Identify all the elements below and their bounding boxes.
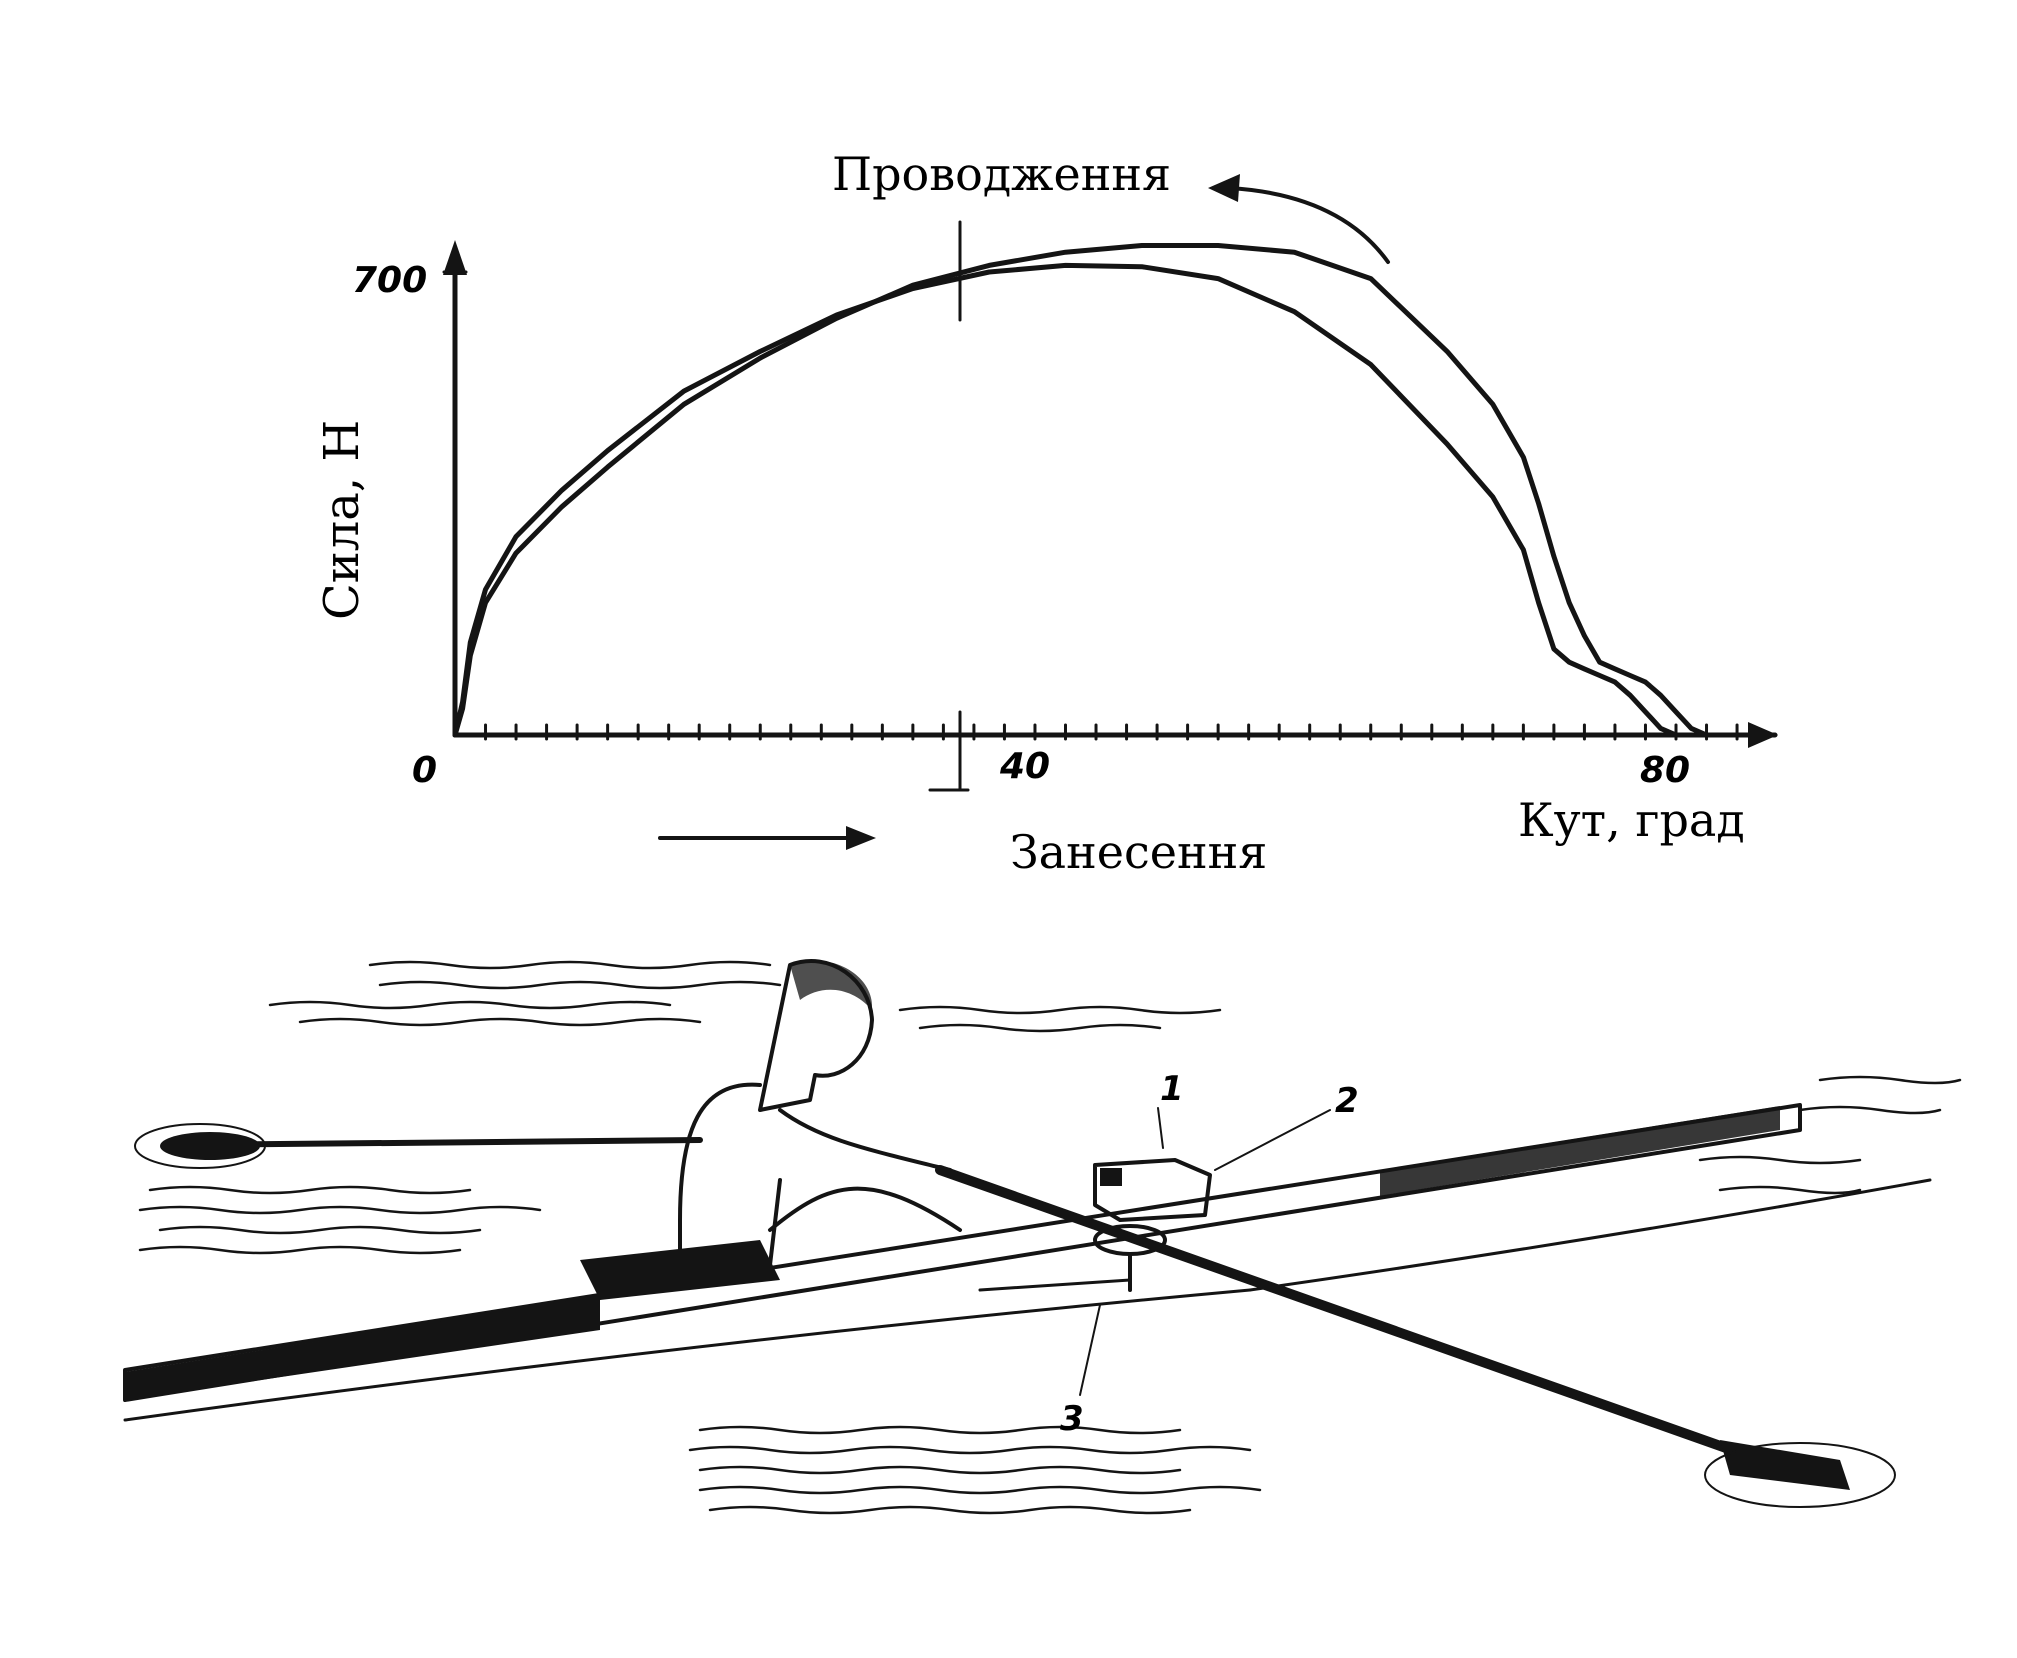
right-oar-blade [1720, 1440, 1850, 1490]
recovery-arrow-icon [846, 826, 876, 850]
callout-label-2: 2 [1335, 1081, 1359, 1121]
x-tick-label-0: 0 [412, 750, 437, 791]
rower-hair [790, 960, 873, 1010]
recovery-label: Занесення [1010, 825, 1267, 879]
drive-label: Проводження [832, 147, 1171, 201]
rower-illustration: 1 2 3 [123, 959, 1962, 1515]
hull-stripe-1 [125, 1296, 600, 1400]
rigger-arm [978, 1278, 1132, 1292]
rower-torso [678, 1082, 782, 1267]
callout-label-3: 3 [1060, 1399, 1084, 1439]
series-1-line [452, 262, 1679, 738]
left-oar-blade [160, 1132, 260, 1160]
sensor-box [1093, 1158, 1212, 1222]
hull-outline-lower-2 [1248, 1178, 1932, 1292]
seat [580, 1240, 780, 1300]
y-axis-label: Сила, Н [314, 420, 370, 620]
series-group [452, 243, 1709, 738]
rower-legs [768, 1186, 962, 1232]
x-minor-ticks [484, 723, 1739, 741]
callout-2-line [1214, 1109, 1331, 1171]
callout-1-line [1157, 1107, 1164, 1149]
y-axis-arrow-icon [443, 240, 467, 275]
right-oar-ripple [1704, 1442, 1896, 1508]
hull-outline-lower [123, 1288, 1252, 1422]
callout-3-line [1079, 1304, 1101, 1396]
series-2-line [452, 243, 1709, 738]
x-tick-label-40: 40 [999, 746, 1050, 787]
x-axis-arrow-icon [1748, 722, 1778, 748]
x-axis-label: Кут, град [1518, 793, 1745, 847]
callout-label-1: 1 [1160, 1069, 1184, 1109]
right-oar-shaft [935, 1165, 1765, 1465]
force-angle-chart: 700 0 40 80 Кут, град Сила, Н Проводженн… [314, 147, 1778, 879]
drive-arrow-curve [1228, 186, 1390, 264]
y-tick-label-700: 700 [352, 260, 427, 301]
water-lines [138, 960, 1962, 1515]
hull-stripe-2 [1380, 1106, 1780, 1196]
sensor-display [1100, 1168, 1122, 1186]
left-oar-shaft [177, 1137, 703, 1148]
left-oar-ripple [134, 1123, 266, 1169]
rower-arm [778, 1108, 952, 1172]
x-tick-label-80: 80 [1640, 750, 1690, 791]
drive-arrow-icon [1208, 174, 1240, 202]
